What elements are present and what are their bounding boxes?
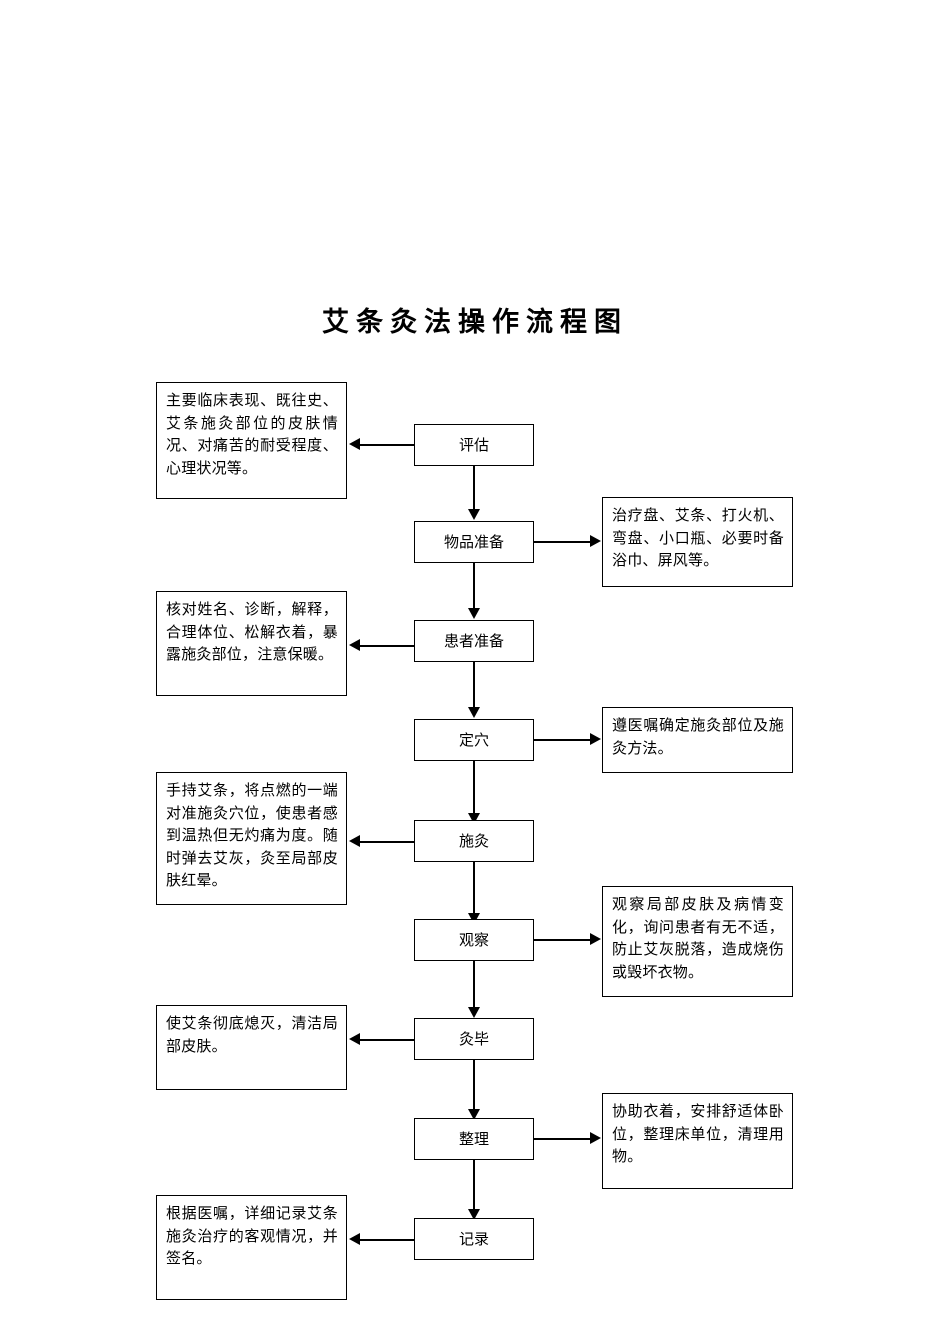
node-locate-point[interactable]: 定穴 [414, 719, 534, 761]
connector-tidy-up-to-note [534, 1138, 591, 1140]
connector-locate-point-to-apply-moxa [473, 761, 475, 816]
node-assess[interactable]: 评估 [414, 424, 534, 466]
arrowhead-patient-prep-to-locate-point [468, 707, 480, 718]
arrowhead-supplies-to-patient-prep [468, 608, 480, 619]
arrowhead-assess-to-note [349, 438, 360, 450]
arrowhead-locate-point-to-apply-moxa [468, 813, 480, 824]
connector-apply-moxa-to-note [360, 841, 414, 843]
arrowhead-locate-point-to-note [590, 733, 601, 745]
note-locate-point: 遵医嘱确定施灸部位及施灸方法。 [602, 707, 793, 773]
node-patient-prep[interactable]: 患者准备 [414, 620, 534, 662]
node-record[interactable]: 记录 [414, 1218, 534, 1260]
node-supplies[interactable]: 物品准备 [414, 521, 534, 563]
connector-finish-moxa-to-tidy-up [473, 1060, 475, 1113]
note-assess: 主要临床表现、既往史、艾条施灸部位的皮肤情况、对痛苦的耐受程度、心理状况等。 [156, 382, 347, 499]
connector-tidy-up-to-record [473, 1160, 475, 1213]
page-title: 艾条灸法操作流程图 [322, 307, 628, 338]
connector-finish-moxa-to-note [360, 1039, 414, 1041]
arrowhead-tidy-up-to-note [590, 1132, 601, 1144]
node-tidy-up[interactable]: 整理 [414, 1118, 534, 1160]
connector-patient-prep-to-note [360, 645, 414, 647]
connector-supplies-to-patient-prep [473, 563, 475, 611]
connector-apply-moxa-to-observe [473, 862, 475, 917]
note-tidy-up: 协助衣着，安排舒适体卧位，整理床单位，清理用物。 [602, 1093, 793, 1189]
note-record: 根据医嘱，详细记录艾条施灸治疗的客观情况，并签名。 [156, 1195, 347, 1300]
connector-patient-prep-to-locate-point [473, 662, 475, 710]
arrowhead-supplies-to-note [590, 535, 601, 547]
arrowhead-finish-moxa-to-tidy-up [468, 1109, 480, 1120]
note-apply-moxa: 手持艾条，将点燃的一端对准施灸穴位，使患者感到温热但无灼痛为度。随时弹去艾灰，灸… [156, 772, 347, 905]
arrowhead-apply-moxa-to-observe [468, 913, 480, 924]
node-finish-moxa[interactable]: 灸毕 [414, 1018, 534, 1060]
connector-supplies-to-note [534, 541, 591, 543]
note-observe: 观察局部皮肤及病情变化，询问患者有无不适，防止艾灰脱落，造成烧伤或毁坏衣物。 [602, 886, 793, 997]
connector-assess-to-note [360, 444, 414, 446]
arrowhead-finish-moxa-to-note [349, 1033, 360, 1045]
note-finish-moxa: 使艾条彻底熄灭，清洁局部皮肤。 [156, 1005, 347, 1090]
note-supplies: 治疗盘、艾条、打火机、弯盘、小口瓶、必要时备浴巾、屏风等。 [602, 497, 793, 587]
connector-observe-to-finish-moxa [473, 961, 475, 1011]
connector-observe-to-note [534, 939, 591, 941]
arrowhead-record-to-note [349, 1233, 360, 1245]
arrowhead-tidy-up-to-record [468, 1209, 480, 1220]
node-observe[interactable]: 观察 [414, 919, 534, 961]
arrowhead-apply-moxa-to-note [349, 835, 360, 847]
connector-locate-point-to-note [534, 739, 591, 741]
arrowhead-assess-to-supplies [468, 509, 480, 520]
arrowhead-observe-to-finish-moxa [468, 1007, 480, 1018]
connector-assess-to-supplies [473, 466, 475, 513]
arrowhead-patient-prep-to-note [349, 639, 360, 651]
arrowhead-observe-to-note [590, 933, 601, 945]
node-apply-moxa[interactable]: 施灸 [414, 820, 534, 862]
note-patient-prep: 核对姓名、诊断，解释，合理体位、松解衣着，暴露施灸部位，注意保暖。 [156, 591, 347, 696]
connector-record-to-note [360, 1239, 414, 1241]
